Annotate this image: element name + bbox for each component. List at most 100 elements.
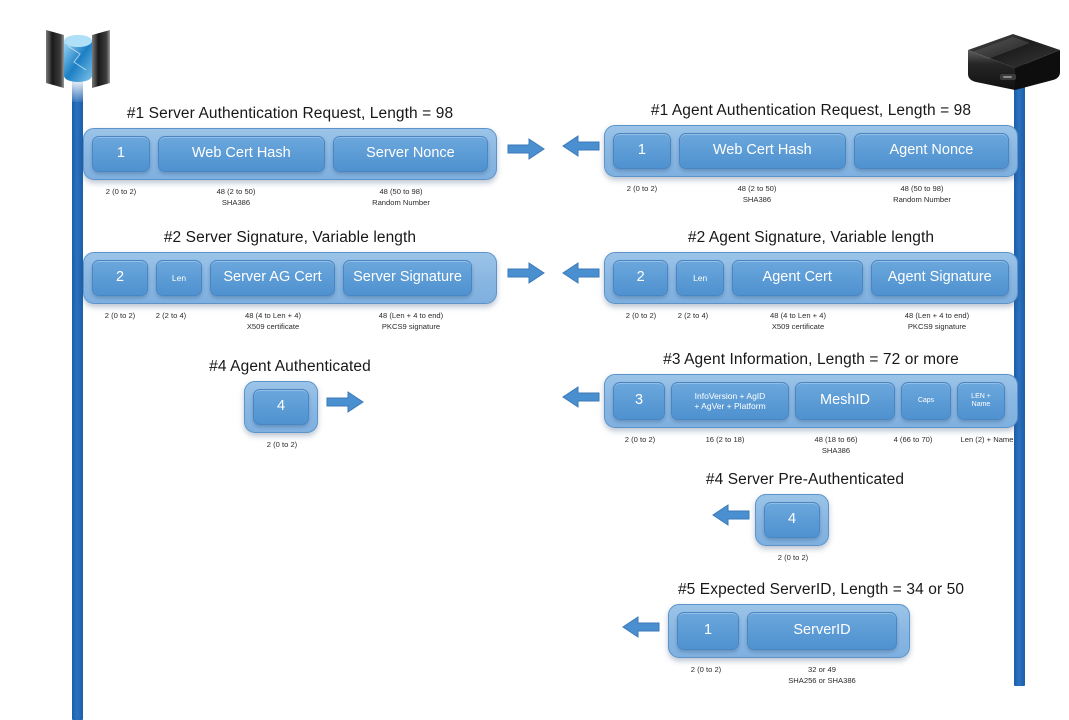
field-box[interactable]: 2 bbox=[92, 260, 148, 296]
message-title: #2 Server Signature, Variable length bbox=[163, 229, 417, 246]
message-title: #4 Agent Authenticated bbox=[209, 358, 371, 375]
message-server-signature: #2 Server Signature, Variable length 2 L… bbox=[83, 229, 545, 336]
field-caption: 48 (18 to 66)SHA386 bbox=[814, 435, 858, 455]
packet-container: 4 bbox=[244, 381, 318, 433]
field-box[interactable]: Server Nonce bbox=[332, 136, 488, 172]
arrow-left-icon bbox=[562, 262, 600, 284]
message-agent-information: #3 Agent Information, Length = 72 or mor… bbox=[562, 351, 1018, 460]
field-box[interactable]: Agent Nonce bbox=[853, 133, 1009, 169]
message-server-auth-request: #1 Server Authentication Request, Length… bbox=[83, 105, 545, 212]
server-cloud-icon bbox=[18, 14, 138, 106]
packet-container: 1 Web Cert Hash Agent Nonce bbox=[604, 125, 1018, 177]
caption-row: 2 (0 to 2) 48 (2 to 50)SHA386 48 (50 to … bbox=[83, 186, 497, 212]
agent-lifeline bbox=[1014, 62, 1025, 686]
field-box[interactable]: Server AG Cert bbox=[210, 260, 335, 296]
caption-row: 2 (0 to 2) 48 (2 to 50)SHA386 48 (50 to … bbox=[562, 183, 1018, 209]
message-expected-serverid: #5 Expected ServerID, Length = 34 or 50 … bbox=[600, 581, 1000, 690]
field-box[interactable]: ServerID bbox=[747, 612, 897, 650]
field-box[interactable]: Server Signature bbox=[343, 260, 472, 296]
message-server-pre-authenticated: #4 Server Pre-Authenticated 4 2 (0 to 2) bbox=[680, 471, 930, 578]
field-caption: 4 (66 to 70) bbox=[893, 435, 933, 444]
field-box[interactable]: Agent Cert bbox=[731, 260, 863, 296]
field-caption: 2 (2 to 4) bbox=[155, 311, 187, 320]
field-caption: 48 (4 to Len + 4)X509 certificate bbox=[245, 311, 301, 331]
packet-row: 4 bbox=[190, 381, 390, 433]
field-caption: 48 (2 to 50)SHA386 bbox=[216, 187, 256, 207]
field-caption: 48 (50 to 98)Random Number bbox=[372, 187, 430, 207]
field-caption: 2 (0 to 2) bbox=[104, 311, 136, 320]
message-title: #1 Server Authentication Request, Length… bbox=[126, 105, 454, 122]
field-caption: 48 (Len + 4 to end)PKCS9 signature bbox=[378, 311, 444, 331]
field-label-multiline: LEN +Name bbox=[971, 392, 991, 408]
field-box[interactable]: Web Cert Hash bbox=[678, 133, 846, 169]
caption-row: 2 (0 to 2) 2 (2 to 4) 48 (4 to Len + 4)X… bbox=[562, 310, 1018, 336]
field-box[interactable]: Agent Signature bbox=[870, 260, 1009, 296]
arrow-right-icon bbox=[326, 391, 364, 413]
message-agent-signature: #2 Agent Signature, Variable length 2 Le… bbox=[562, 229, 1018, 336]
packet-container: 4 bbox=[755, 494, 829, 546]
arrow-left-icon bbox=[562, 135, 600, 157]
field-box[interactable]: LEN +Name bbox=[957, 382, 1005, 420]
field-caption: 48 (4 to Len + 4)X509 certificate bbox=[770, 311, 826, 331]
field-box[interactable]: 3 bbox=[613, 382, 665, 420]
agent-device-icon bbox=[958, 28, 1068, 96]
caption-row: 2 (0 to 2) 2 (2 to 4) 48 (4 to Len + 4)X… bbox=[83, 310, 497, 336]
field-box[interactable]: 1 bbox=[92, 136, 150, 172]
field-label-multiline: InfoVersion + AgID+ AgVer + Platform bbox=[694, 390, 766, 411]
message-title: #3 Agent Information, Length = 72 or mor… bbox=[663, 351, 959, 368]
packet-row: 3 InfoVersion + AgID+ AgVer + Platform M… bbox=[562, 374, 1018, 428]
field-box[interactable]: Caps bbox=[901, 382, 951, 420]
field-caption: 48 (50 to 98)Random Number bbox=[893, 184, 951, 204]
arrow-left-icon bbox=[562, 386, 600, 408]
field-caption: 2 (0 to 2) bbox=[777, 553, 809, 562]
field-caption: 2 (0 to 2) bbox=[266, 440, 298, 449]
field-caption: 2 (0 to 2) bbox=[624, 435, 656, 444]
message-title: #2 Agent Signature, Variable length bbox=[687, 229, 935, 246]
field-caption: Len (2) + Name bbox=[960, 435, 1014, 444]
packet-row: 1 Web Cert Hash Server Nonce bbox=[83, 128, 545, 180]
field-caption: 2 (0 to 2) bbox=[626, 184, 658, 193]
field-box[interactable]: Web Cert Hash bbox=[157, 136, 325, 172]
message-title: #5 Expected ServerID, Length = 34 or 50 bbox=[677, 581, 965, 598]
field-box[interactable]: 1 bbox=[677, 612, 739, 650]
packet-row: 2 Len Server AG Cert Server Signature bbox=[83, 252, 545, 304]
field-box[interactable]: 4 bbox=[253, 389, 309, 425]
arrow-right-icon bbox=[507, 138, 545, 160]
field-caption: 48 (2 to 50)SHA386 bbox=[737, 184, 777, 204]
field-caption: 2 (0 to 2) bbox=[690, 665, 722, 674]
field-box[interactable]: MeshID bbox=[795, 382, 895, 420]
arrow-right-icon bbox=[507, 262, 545, 284]
field-box[interactable]: Len bbox=[156, 260, 202, 296]
message-agent-authenticated: #4 Agent Authenticated 4 2 (0 to 2) bbox=[190, 358, 390, 465]
message-agent-auth-request: #1 Agent Authentication Request, Length … bbox=[562, 102, 1018, 209]
packet-row: 4 bbox=[680, 494, 930, 546]
arrow-left-icon bbox=[712, 504, 750, 526]
field-caption: 2 (2 to 4) bbox=[677, 311, 709, 320]
message-title: #1 Agent Authentication Request, Length … bbox=[650, 102, 972, 119]
field-caption: 16 (2 to 18) bbox=[705, 435, 745, 444]
field-box[interactable]: 2 bbox=[613, 260, 669, 296]
message-title: #4 Server Pre-Authenticated bbox=[705, 471, 905, 488]
server-lifeline bbox=[72, 72, 83, 720]
caption-row: 2 (0 to 2) bbox=[190, 439, 390, 465]
packet-container: 3 InfoVersion + AgID+ AgVer + Platform M… bbox=[604, 374, 1018, 428]
field-caption: 2 (0 to 2) bbox=[105, 187, 137, 196]
field-box[interactable]: 4 bbox=[764, 502, 820, 538]
packet-container: 1 Web Cert Hash Server Nonce bbox=[83, 128, 497, 180]
field-caption: 2 (0 to 2) bbox=[625, 311, 657, 320]
arrow-left-icon bbox=[622, 616, 660, 638]
packet-row: 1 ServerID bbox=[600, 604, 1000, 658]
caption-row: 2 (0 to 2) 16 (2 to 18) 48 (18 to 66)SHA… bbox=[562, 434, 1018, 460]
packet-container: 2 Len Agent Cert Agent Signature bbox=[604, 252, 1018, 304]
caption-row: 2 (0 to 2) bbox=[680, 552, 930, 578]
field-box[interactable]: InfoVersion + AgID+ AgVer + Platform bbox=[671, 382, 789, 420]
field-box[interactable]: Len bbox=[676, 260, 724, 296]
field-box[interactable]: 1 bbox=[613, 133, 671, 169]
field-caption: 48 (Len + 4 to end)PKCS9 signature bbox=[904, 311, 970, 331]
packet-container: 1 ServerID bbox=[668, 604, 910, 658]
packet-container: 2 Len Server AG Cert Server Signature bbox=[83, 252, 497, 304]
packet-row: 1 Web Cert Hash Agent Nonce bbox=[562, 125, 1018, 177]
